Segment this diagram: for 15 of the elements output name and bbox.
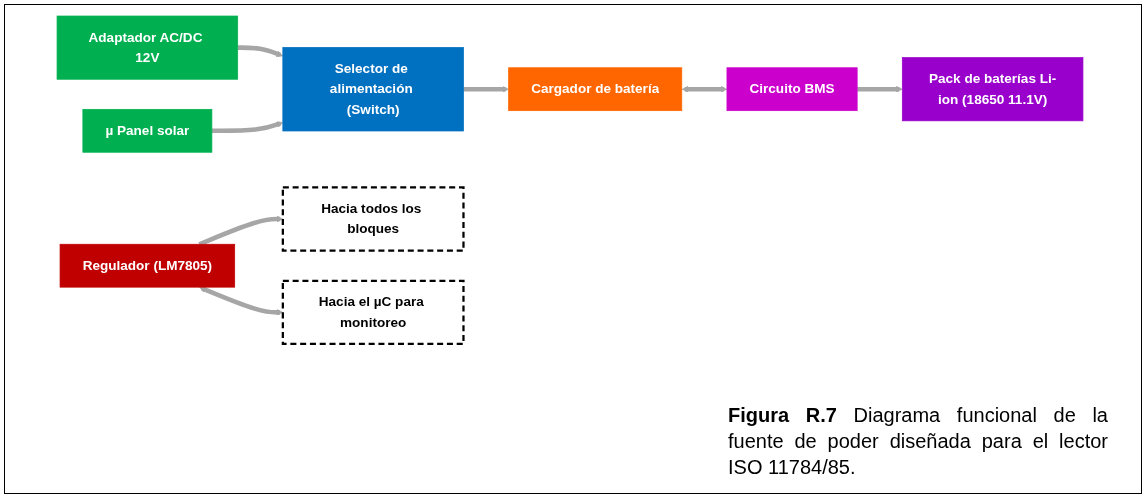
node-box: Pack de baterías Li-ion (18650 11.1V) [901, 57, 1084, 122]
arrow [211, 121, 284, 134]
arrow [857, 85, 903, 93]
figure-caption: Figura R.7 Diagrama funcional de la fuente de poder diseñada para el lector ISO 11784/85. [728, 403, 1108, 480]
node-box: µ Panel solar [82, 108, 213, 153]
node-box: Hacia todos los bloques [281, 186, 465, 252]
node-box: Hacia el µC para monitoreo [281, 279, 465, 346]
arrow [463, 85, 509, 93]
arrow [237, 45, 284, 58]
node-box: Regulador (LM7805) [59, 243, 236, 288]
node-box: Circuito BMS [726, 67, 858, 112]
node-box: Adaptador AC/DC 12V [56, 15, 239, 80]
node-box: Cargador de batería [508, 67, 683, 112]
node-box: Selector de alimentación (Switch) [282, 47, 464, 132]
arrow [681, 85, 728, 93]
